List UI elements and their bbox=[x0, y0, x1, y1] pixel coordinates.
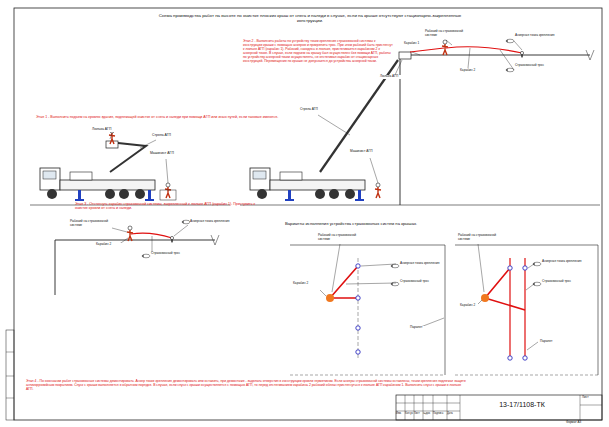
callout-label: Страховочный трос bbox=[542, 280, 596, 284]
callout-label: Анкерная точка крепления bbox=[542, 260, 596, 264]
callout-label: Страховочный трос bbox=[515, 64, 570, 68]
stamp-cell: №док. bbox=[423, 413, 433, 416]
stamp-cell: Лист bbox=[414, 413, 423, 416]
callout-label: Парапет bbox=[540, 340, 580, 344]
callout-label: Машинист АГП bbox=[350, 150, 395, 154]
stamp-cell: Лист bbox=[582, 396, 602, 399]
callout-label: Страховочный трос bbox=[151, 252, 206, 256]
callout-label: Машинист АГП bbox=[150, 152, 195, 156]
stamp-cell: Изм. bbox=[396, 413, 405, 416]
callout-label: Рабочий на страховочной системе bbox=[318, 234, 366, 241]
stamp-cell: Подпись bbox=[433, 413, 447, 416]
callout-label: Стрела АГП bbox=[152, 134, 192, 138]
callout-label: Стрела АГП bbox=[300, 108, 338, 112]
callout-label: Карабин 2 bbox=[460, 69, 490, 73]
stage-note: Этап 1 - Выполнить подъем на кровлю здан… bbox=[36, 115, 311, 119]
stage-note: Этап 4 - По окончании работ страховочные… bbox=[26, 380, 466, 392]
callout-label: Парапет bbox=[410, 326, 440, 330]
sheet-title: Схема производства работ на высоте по оч… bbox=[150, 13, 470, 23]
callout-label: Карабин 2 bbox=[460, 304, 488, 308]
callout-label: Карабин 2 bbox=[96, 243, 124, 247]
callout-label: Рабочий на страховочной системе bbox=[70, 220, 112, 227]
stamp-cell: Дата bbox=[447, 413, 460, 416]
callout-label: Анкерная точка крепления bbox=[515, 34, 575, 38]
callout-label: Карабин 2 bbox=[293, 282, 321, 286]
section-heading: Варианты исполнения устройства страховоч… bbox=[285, 222, 545, 227]
sheet-format: Формат А3 bbox=[566, 421, 602, 424]
callout-label: Рабочий на страховочной системе bbox=[425, 30, 475, 37]
callout-label: Анкерная точка крепления bbox=[190, 220, 245, 224]
stamp-cell: Кол.уч bbox=[405, 413, 414, 416]
callout-label: Анкерная точка крепления bbox=[400, 262, 444, 266]
callout-label: Страховочный трос bbox=[400, 280, 444, 284]
stage-note: Этап 2 - Выполнить работы по устройству … bbox=[243, 40, 395, 63]
stage-note: Этап 3 - Отстегнуть карабин страховочной… bbox=[75, 202, 265, 210]
drawing-code: 13-17/1108-ТК bbox=[472, 401, 572, 409]
callout-label: Люлька АГП bbox=[380, 75, 418, 79]
callout-label: Люлька АГП bbox=[92, 128, 132, 132]
callout-label: Рабочий на страховочной системе bbox=[458, 234, 506, 241]
callout-label: Карабин 1 bbox=[404, 42, 432, 46]
